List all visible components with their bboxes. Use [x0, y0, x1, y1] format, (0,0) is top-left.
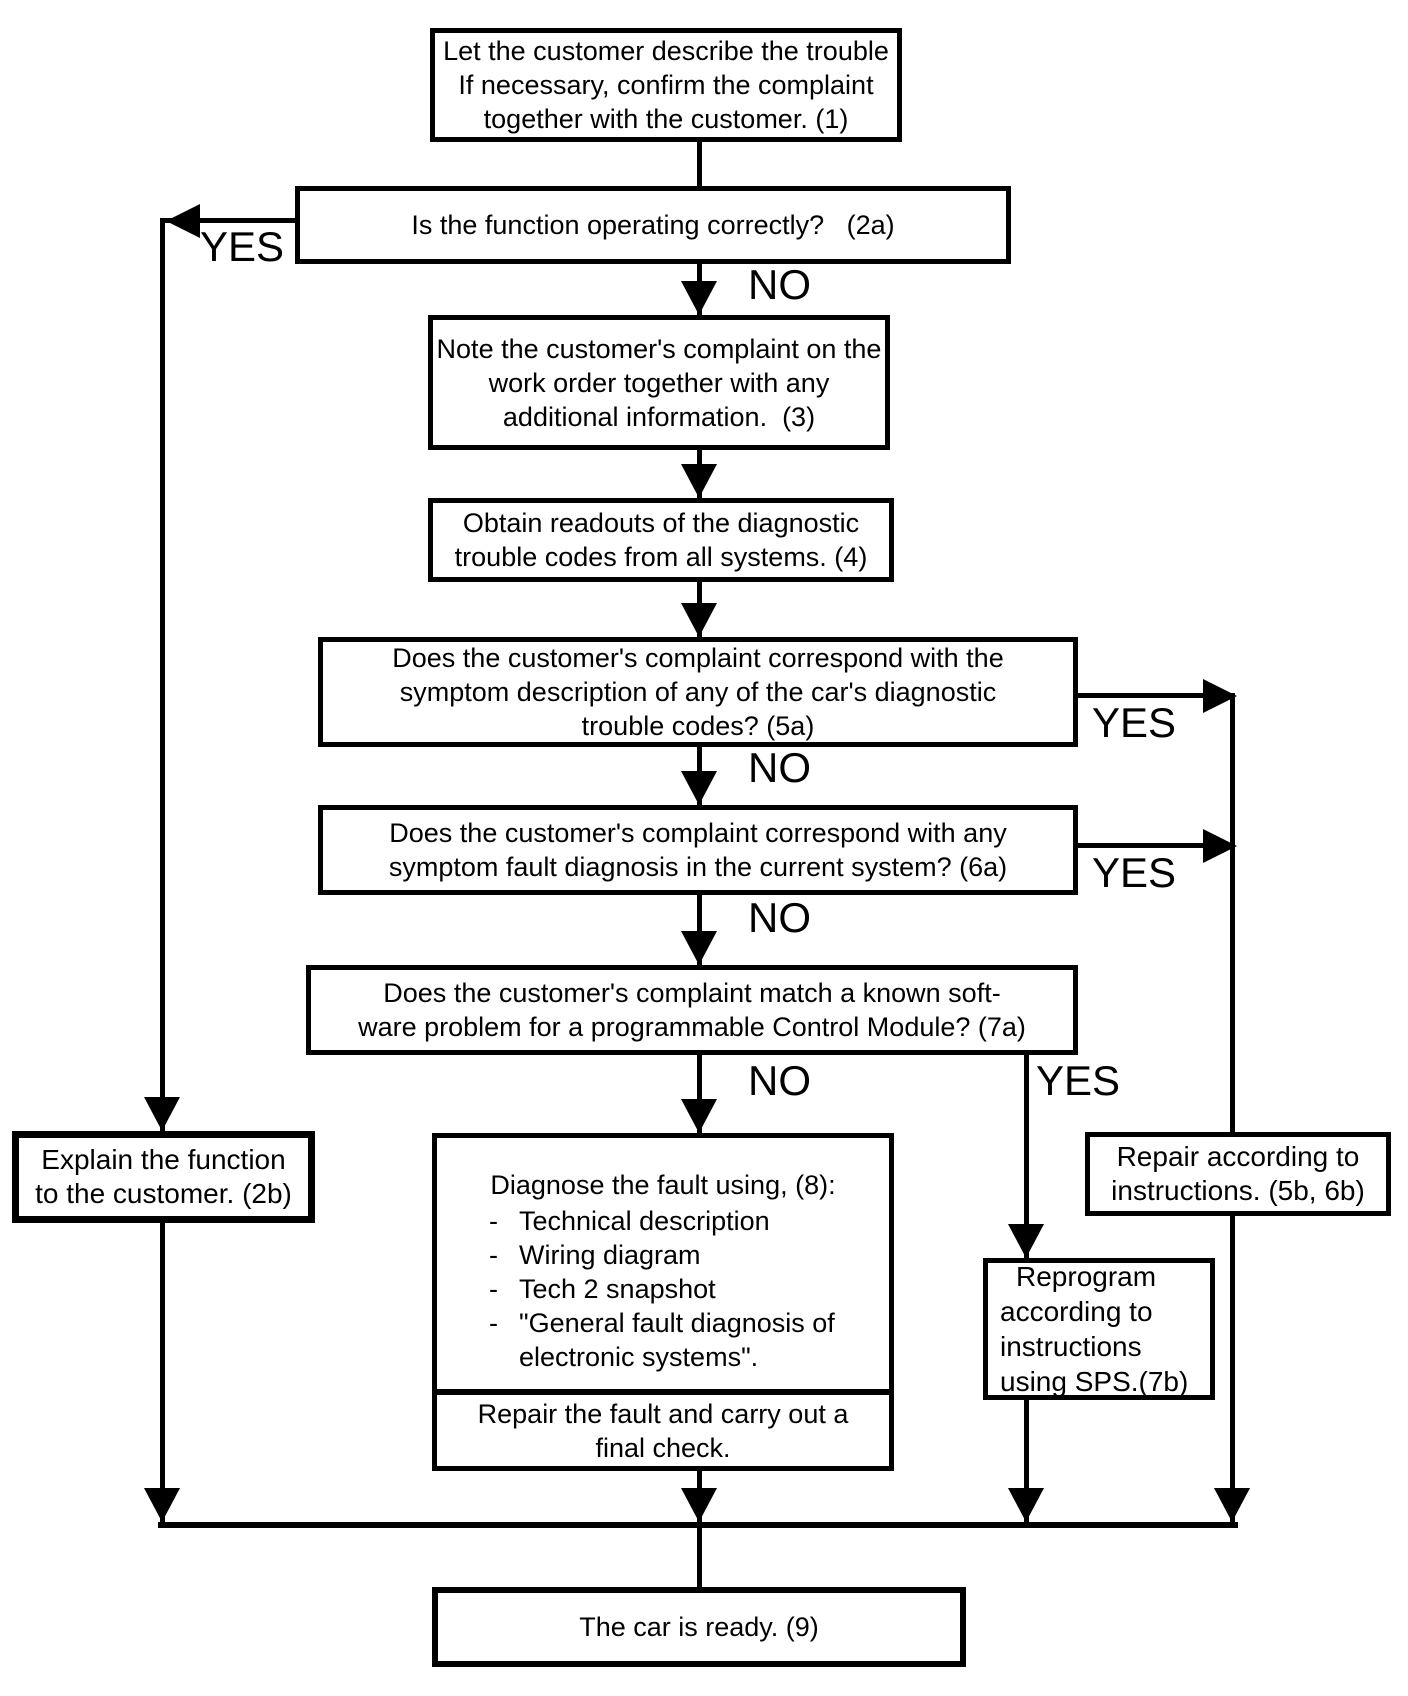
node-8-list-item: Wiring diagram — [447, 1238, 879, 1272]
arrow-down-icon — [681, 1488, 717, 1522]
arrow-down-icon — [681, 931, 717, 965]
connector-6a-yes-right — [1078, 843, 1208, 848]
arrow-down-icon — [681, 771, 717, 805]
connector-5b6b-to-converge — [1230, 1216, 1235, 1525]
node-8-list-item: Technical description — [447, 1204, 879, 1238]
node-7a-known-software-problem: Does the customer's complaint match a kn… — [306, 965, 1078, 1055]
node-2a-function-correct: Is the function operating correctly? (2a… — [295, 186, 1011, 264]
node-4-obtain-readouts: Obtain readouts of the diagnostic troubl… — [428, 498, 894, 582]
connector-2b-to-converge — [160, 1223, 165, 1525]
edge-label-yes-2a: YES — [200, 223, 285, 270]
connector-5a-yes-right — [1078, 693, 1208, 698]
node-7b-reprogram-sps: Reprogram according to instructions usin… — [983, 1258, 1215, 1400]
node-2b-explain-function: Explain the function to the customer. (2… — [12, 1131, 315, 1223]
connector-7a-no-to-8 — [697, 1055, 702, 1133]
connector-right-trunk-to-5b6b — [1230, 693, 1235, 1132]
arrow-down-icon — [681, 281, 717, 315]
edge-label-no-7a: NO — [748, 1057, 811, 1104]
node-8-repair-final-check: Repair the fault and carry out a final c… — [432, 1395, 894, 1471]
node-5a-symptom-match-dtc: Does the customer's complaint correspond… — [318, 637, 1078, 747]
edge-label-no-6a: NO — [748, 894, 811, 941]
edge-label-yes-5a: YES — [1092, 699, 1177, 746]
edge-label-yes-7a: YES — [1036, 1057, 1121, 1104]
node-1-describe-trouble: Let the customer describe the trouble If… — [430, 28, 902, 142]
connector-7b-to-converge — [1024, 1400, 1029, 1525]
connector-1-to-2a — [697, 142, 702, 188]
arrow-down-icon — [144, 1097, 180, 1131]
node-3-note-complaint: Note the customer's complaint on the wor… — [428, 315, 890, 450]
arrow-down-icon — [1008, 1224, 1044, 1258]
arrow-down-icon — [1214, 1488, 1250, 1522]
connector-left-trunk-to-2b — [160, 218, 165, 1131]
node-9-car-ready: The car is ready. (9) — [432, 1587, 966, 1667]
connector-6a-no-to-7a — [697, 895, 702, 965]
edge-label-yes-6a: YES — [1092, 849, 1177, 896]
connector-converge-line — [158, 1522, 1238, 1528]
connector-7a-yes-to-7b — [1024, 1055, 1029, 1258]
arrow-left-icon — [166, 204, 200, 238]
arrow-down-icon — [681, 464, 717, 498]
arrow-down-icon — [681, 603, 717, 637]
node-8-list-item: Tech 2 snapshot — [447, 1272, 879, 1306]
node-5b6b-repair-instructions: Repair according to instructions. (5b, 6… — [1085, 1132, 1391, 1216]
arrow-down-icon — [144, 1488, 180, 1522]
edge-label-no-2a: NO — [748, 261, 811, 308]
connector-2a-yes-left — [165, 218, 295, 223]
arrow-down-icon — [681, 1099, 717, 1133]
node-8-list-item: "General fault diagnosis of electronic s… — [447, 1306, 879, 1374]
edge-label-no-5a: NO — [748, 744, 811, 791]
node-6a-symptom-fault-diagnosis: Does the customer's complaint correspond… — [318, 805, 1078, 895]
connector-converge-to-9 — [697, 1528, 702, 1587]
node-8-diagnose-fault: Diagnose the fault using, (8): Technical… — [432, 1133, 894, 1395]
arrow-down-icon — [1008, 1488, 1044, 1522]
node-8-heading: Diagnose the fault using, (8): — [490, 1170, 836, 1200]
